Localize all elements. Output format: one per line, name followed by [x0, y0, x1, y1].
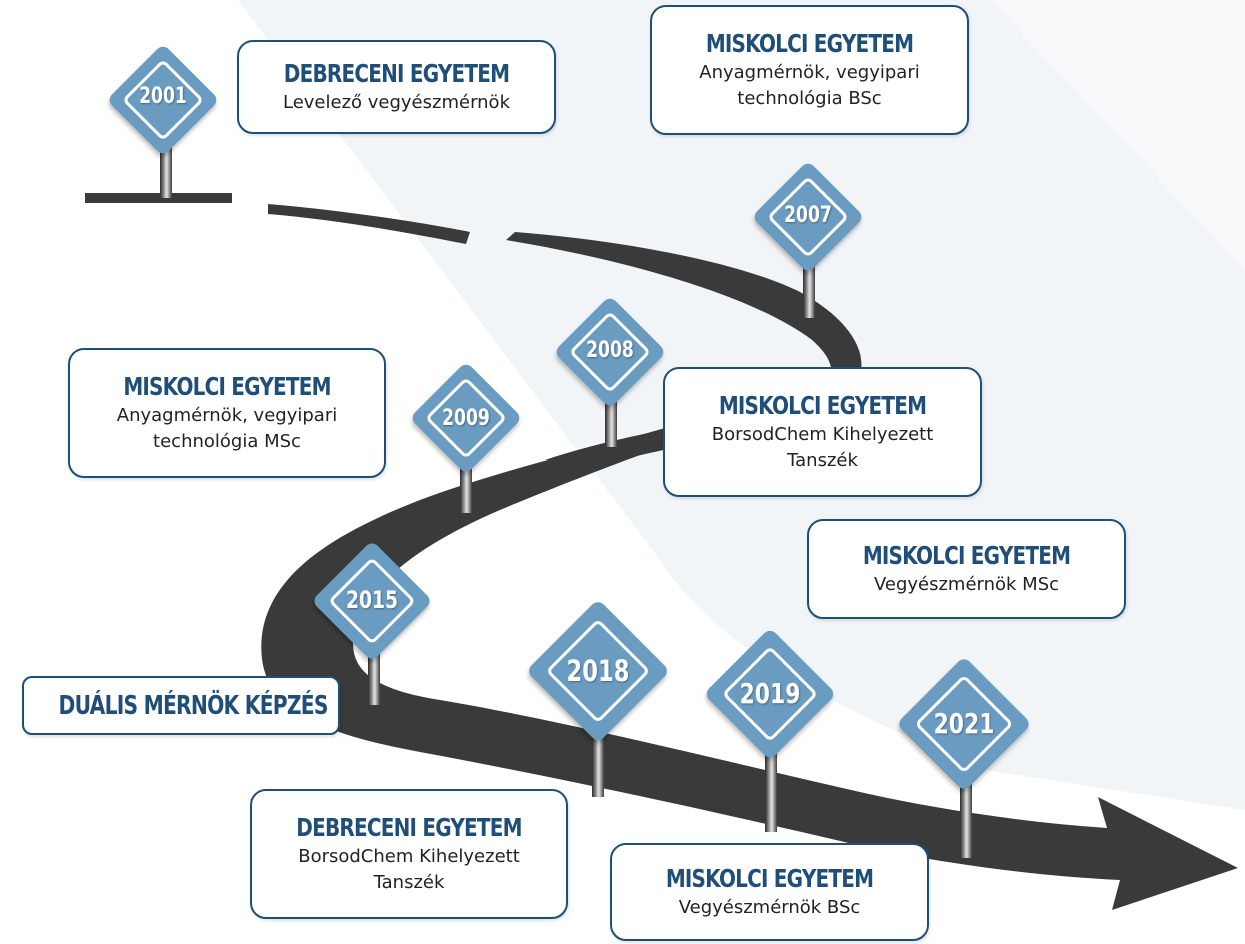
card-label: DUÁLIS MÉRNÖK KÉPZÉS	[58, 690, 329, 721]
milestone-card-2008: MISKOLCI EGYETEM BorsodChem Kihelyezett …	[663, 367, 982, 497]
card-institution: DEBRECENI EGYETEM	[283, 59, 510, 88]
sign-pole	[765, 752, 777, 832]
card-program: BorsodChem Kihelyezett Tanszék	[298, 846, 520, 893]
milestone-card-2007: MISKOLCI EGYETEM Anyagmérnök, vegyipari …	[650, 5, 969, 135]
sign-pole	[803, 258, 815, 318]
card-institution: MISKOLCI EGYETEM	[705, 29, 914, 58]
milestone-card-2015: DUÁLIS MÉRNÖK KÉPZÉS	[22, 676, 340, 735]
sign-year: 2007	[784, 203, 832, 228]
road-segment-1	[85, 193, 232, 203]
sign-year: 2018	[566, 654, 630, 688]
milestone-card-2001: DEBRECENI EGYETEM Levelező vegyészmérnök	[237, 40, 556, 134]
sign-pole	[160, 140, 172, 198]
card-program: Levelező vegyészmérnök	[282, 92, 510, 113]
sign-year: 2021	[933, 707, 995, 740]
road-segment-2	[268, 204, 470, 244]
card-program: Vegyészmérnök MSc	[873, 574, 1060, 595]
card-institution: MISKOLCI EGYETEM	[665, 864, 874, 893]
card-program: Anyagmérnök, vegyipari technológia BSc	[699, 62, 920, 109]
milestone-card-2018: DEBRECENI EGYETEM BorsodChem Kihelyezett…	[250, 789, 568, 919]
card-institution: DEBRECENI EGYETEM	[296, 813, 522, 842]
winding-road	[85, 193, 1238, 910]
road-segment-3	[506, 232, 862, 460]
sign-year: 2001	[139, 84, 187, 109]
road-segment-4	[261, 428, 1238, 910]
card-institution: MISKOLCI EGYETEM	[862, 541, 1071, 570]
sign-pole	[960, 782, 972, 858]
sign-year: 2015	[345, 586, 399, 614]
milestone-card-2019: MISKOLCI EGYETEM Vegyészmérnök BSc	[610, 843, 929, 941]
card-institution: MISKOLCI EGYETEM	[123, 372, 331, 401]
card-program: BorsodChem Kihelyezett Tanszék	[711, 424, 934, 471]
sign-year: 2008	[586, 338, 634, 363]
card-program: Anyagmérnök, vegyipari technológia MSc	[116, 405, 338, 452]
background-panel-light	[990, 0, 1245, 270]
milestone-card-2021: MISKOLCI EGYETEM Vegyészmérnök MSc	[807, 519, 1126, 619]
sign-year: 2009	[442, 406, 490, 431]
card-institution: MISKOLCI EGYETEM	[718, 391, 927, 420]
card-program: Vegyészmérnök BSc	[678, 897, 861, 918]
sign-year: 2019	[739, 677, 801, 710]
milestone-card-2009: MISKOLCI EGYETEM Anyagmérnök, vegyipari …	[68, 348, 386, 478]
